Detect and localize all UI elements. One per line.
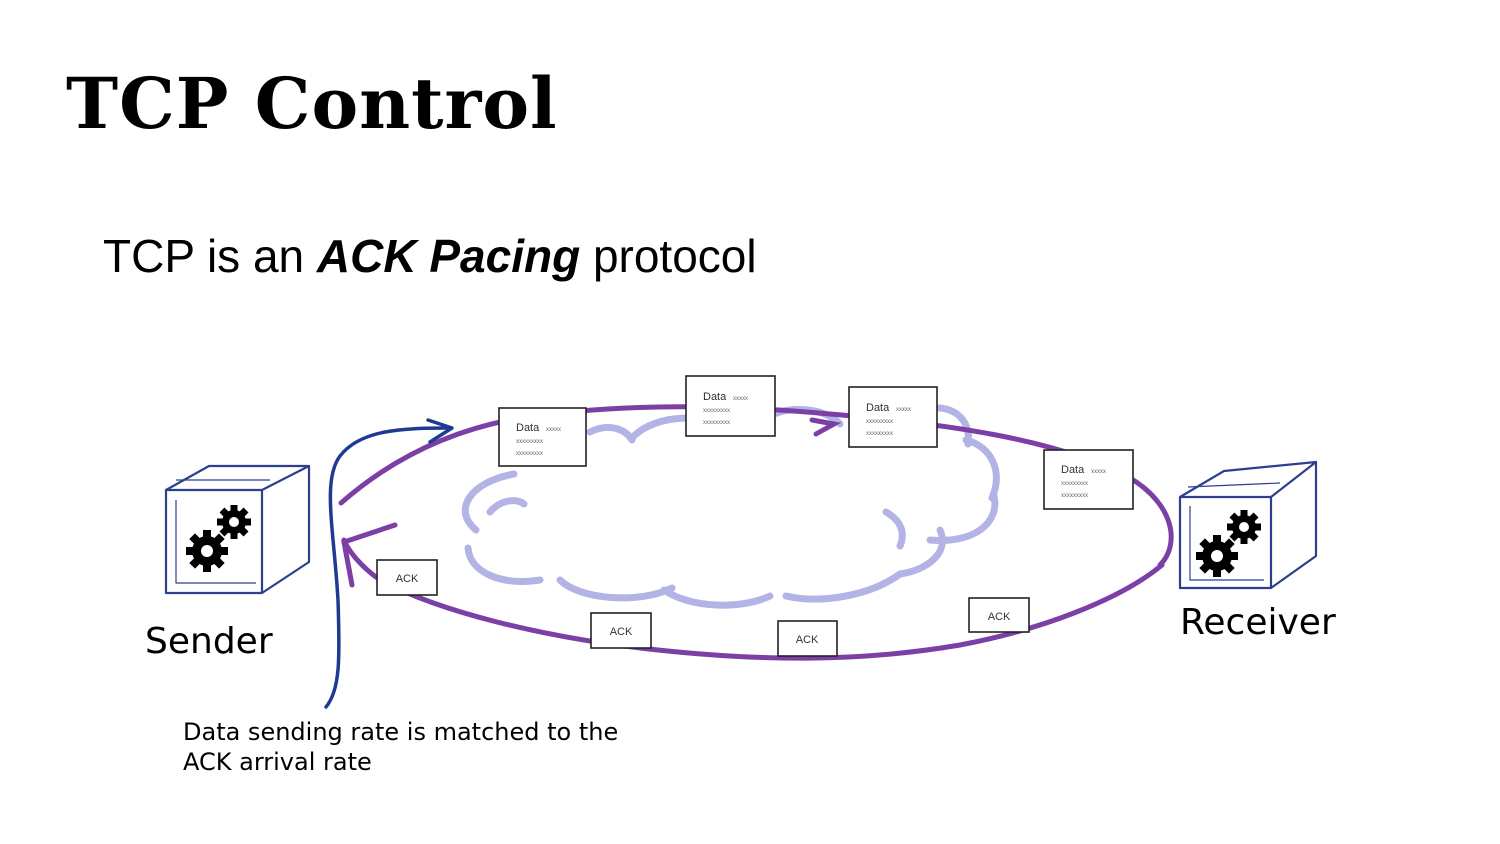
data-packet-filler: xxxxxxxxx	[866, 431, 893, 437]
data-packet: Data xxxxx xxxxxxxxx xxxxxxxxx	[498, 407, 587, 467]
data-packet-filler: xxxxxxxxx	[1061, 481, 1088, 487]
transmission-loop	[338, 404, 1174, 661]
data-packet-filler: xxxxxxxxx	[516, 439, 543, 445]
data-packet-filler: xxxxx	[733, 396, 748, 402]
ack-packet: ACK	[590, 612, 652, 649]
data-packet-title: Data	[703, 391, 727, 403]
data-packet: Data xxxxx xxxxxxxxx xxxxxxxxx	[685, 375, 776, 437]
data-packet-filler: xxxxxxxxx	[703, 408, 730, 414]
sender-gear-icon	[186, 505, 251, 572]
receiver-label: Receiver	[1180, 602, 1336, 643]
slide-subtitle: TCP is an ACK Pacing protocol	[103, 228, 757, 284]
data-packet-filler: xxxxx	[546, 427, 561, 433]
sender-computer-icon	[164, 464, 311, 595]
subtitle-text-start: TCP is an	[103, 230, 317, 282]
data-packet-title: Data	[516, 422, 540, 434]
data-packet-filler: xxxxx	[896, 407, 911, 413]
data-packet-filler: xxxxxxxxx	[866, 419, 893, 425]
subtitle-text-end: protocol	[580, 230, 757, 282]
data-packet-filler: xxxxxxxxx	[703, 420, 730, 426]
ack-packet-label: ACK	[796, 634, 819, 646]
ack-packet-label: ACK	[988, 611, 1011, 623]
ack-arrowhead	[341, 522, 398, 588]
data-arrowhead	[809, 417, 842, 437]
data-packet: Data xxxxx xxxxxxxxx xxxxxxxxx	[848, 386, 938, 448]
data-packet-filler: xxxxxxxxx	[516, 451, 543, 457]
data-packet: Data xxxxx xxxxxxxxx xxxxxxxxx	[1043, 449, 1134, 510]
ack-packet-label: ACK	[396, 573, 419, 585]
ack-packet-label: ACK	[610, 626, 633, 638]
data-packet-title: Data	[866, 402, 890, 414]
ack-packet: ACK	[777, 620, 838, 657]
ack-packet: ACK	[968, 597, 1030, 633]
data-path	[338, 404, 1174, 568]
annotation-line-2: ACK arrival rate	[183, 748, 372, 776]
data-packet-title: Data	[1061, 464, 1085, 476]
slide-title: TCP Control	[66, 62, 558, 145]
data-packet-filler: xxxxx	[1091, 469, 1106, 475]
receiver-gear-icon	[1196, 510, 1261, 577]
sender-label: Sender	[145, 621, 273, 662]
annotation-line-1: Data sending rate is matched to the	[183, 718, 618, 746]
receiver-computer-icon	[1178, 460, 1318, 590]
ack-packet: ACK	[376, 559, 438, 596]
data-packet-filler: xxxxxxxxx	[1061, 493, 1088, 499]
subtitle-emphasis: ACK Pacing	[316, 230, 581, 282]
annotation-arrow	[324, 418, 454, 709]
